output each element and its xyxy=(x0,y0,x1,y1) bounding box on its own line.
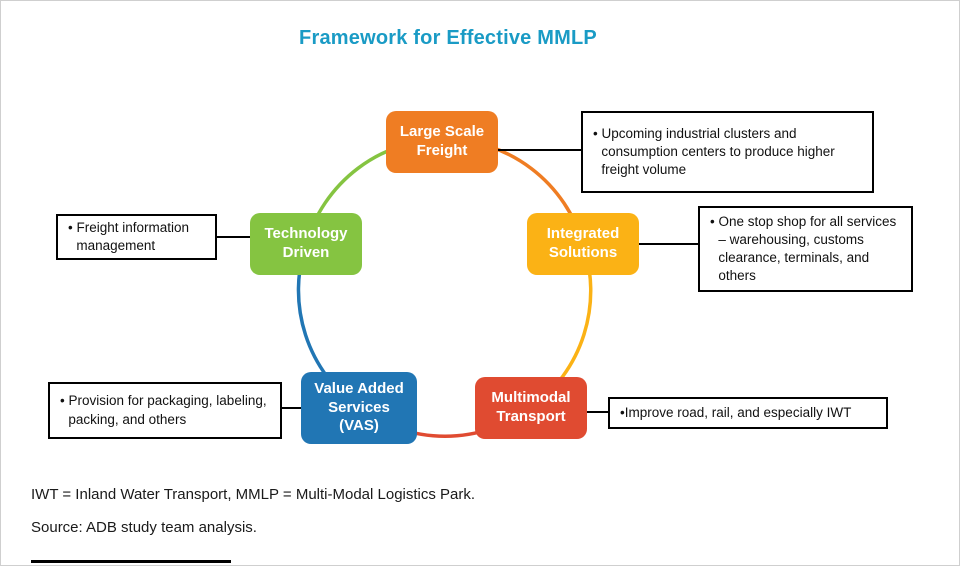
node-large-scale-freight: Large Scale Freight xyxy=(386,111,498,173)
node-technology-driven: Technology Driven xyxy=(250,213,362,275)
callout-freight-volume: • Upcoming industrial clusters and consu… xyxy=(581,111,874,193)
connector-large-scale-freight xyxy=(491,149,583,151)
callout-packaging-text: • Provision for packaging, labeling, pac… xyxy=(60,393,267,427)
diagram-title: Framework for Effective MMLP xyxy=(299,27,597,49)
node-technology-driven-label: Technology Driven xyxy=(264,225,348,261)
node-multimodal-transport-label: Multimodal Transport xyxy=(491,389,571,425)
page-edge-rule xyxy=(31,560,231,563)
callout-freight-volume-text: • Upcoming industrial clusters and consu… xyxy=(593,125,835,178)
callout-one-stop-shop-text: • One stop shop for all services – wareh… xyxy=(710,213,897,284)
callout-packaging: • Provision for packaging, labeling, pac… xyxy=(48,382,282,439)
footer-source: Source: ADB study team analysis. xyxy=(31,519,257,536)
connector-technology-driven xyxy=(215,236,252,238)
callout-improve-iwt: •Improve road, rail, and especially IWT xyxy=(608,397,888,429)
node-integrated-solutions-label: Integrated Solutions xyxy=(546,225,620,261)
node-value-added-services: Value Added Services (VAS) xyxy=(301,372,417,444)
callout-improve-iwt-text: •Improve road, rail, and especially IWT xyxy=(620,404,852,420)
callout-freight-information: • Freight information management xyxy=(56,214,217,260)
node-integrated-solutions: Integrated Solutions xyxy=(527,213,639,275)
footer-abbreviations: IWT = Inland Water Transport, MMLP = Mul… xyxy=(31,486,476,503)
node-value-added-services-label: Value Added Services (VAS) xyxy=(314,379,404,435)
callout-freight-information-text: • Freight information management xyxy=(68,219,190,253)
node-large-scale-freight-label: Large Scale Freight xyxy=(399,123,485,159)
callout-one-stop-shop: • One stop shop for all services – wareh… xyxy=(698,206,913,292)
connector-integrated-solutions xyxy=(635,243,699,245)
connector-multimodal-transport xyxy=(585,411,610,413)
connector-value-added-services xyxy=(280,407,303,409)
node-multimodal-transport: Multimodal Transport xyxy=(475,377,587,439)
